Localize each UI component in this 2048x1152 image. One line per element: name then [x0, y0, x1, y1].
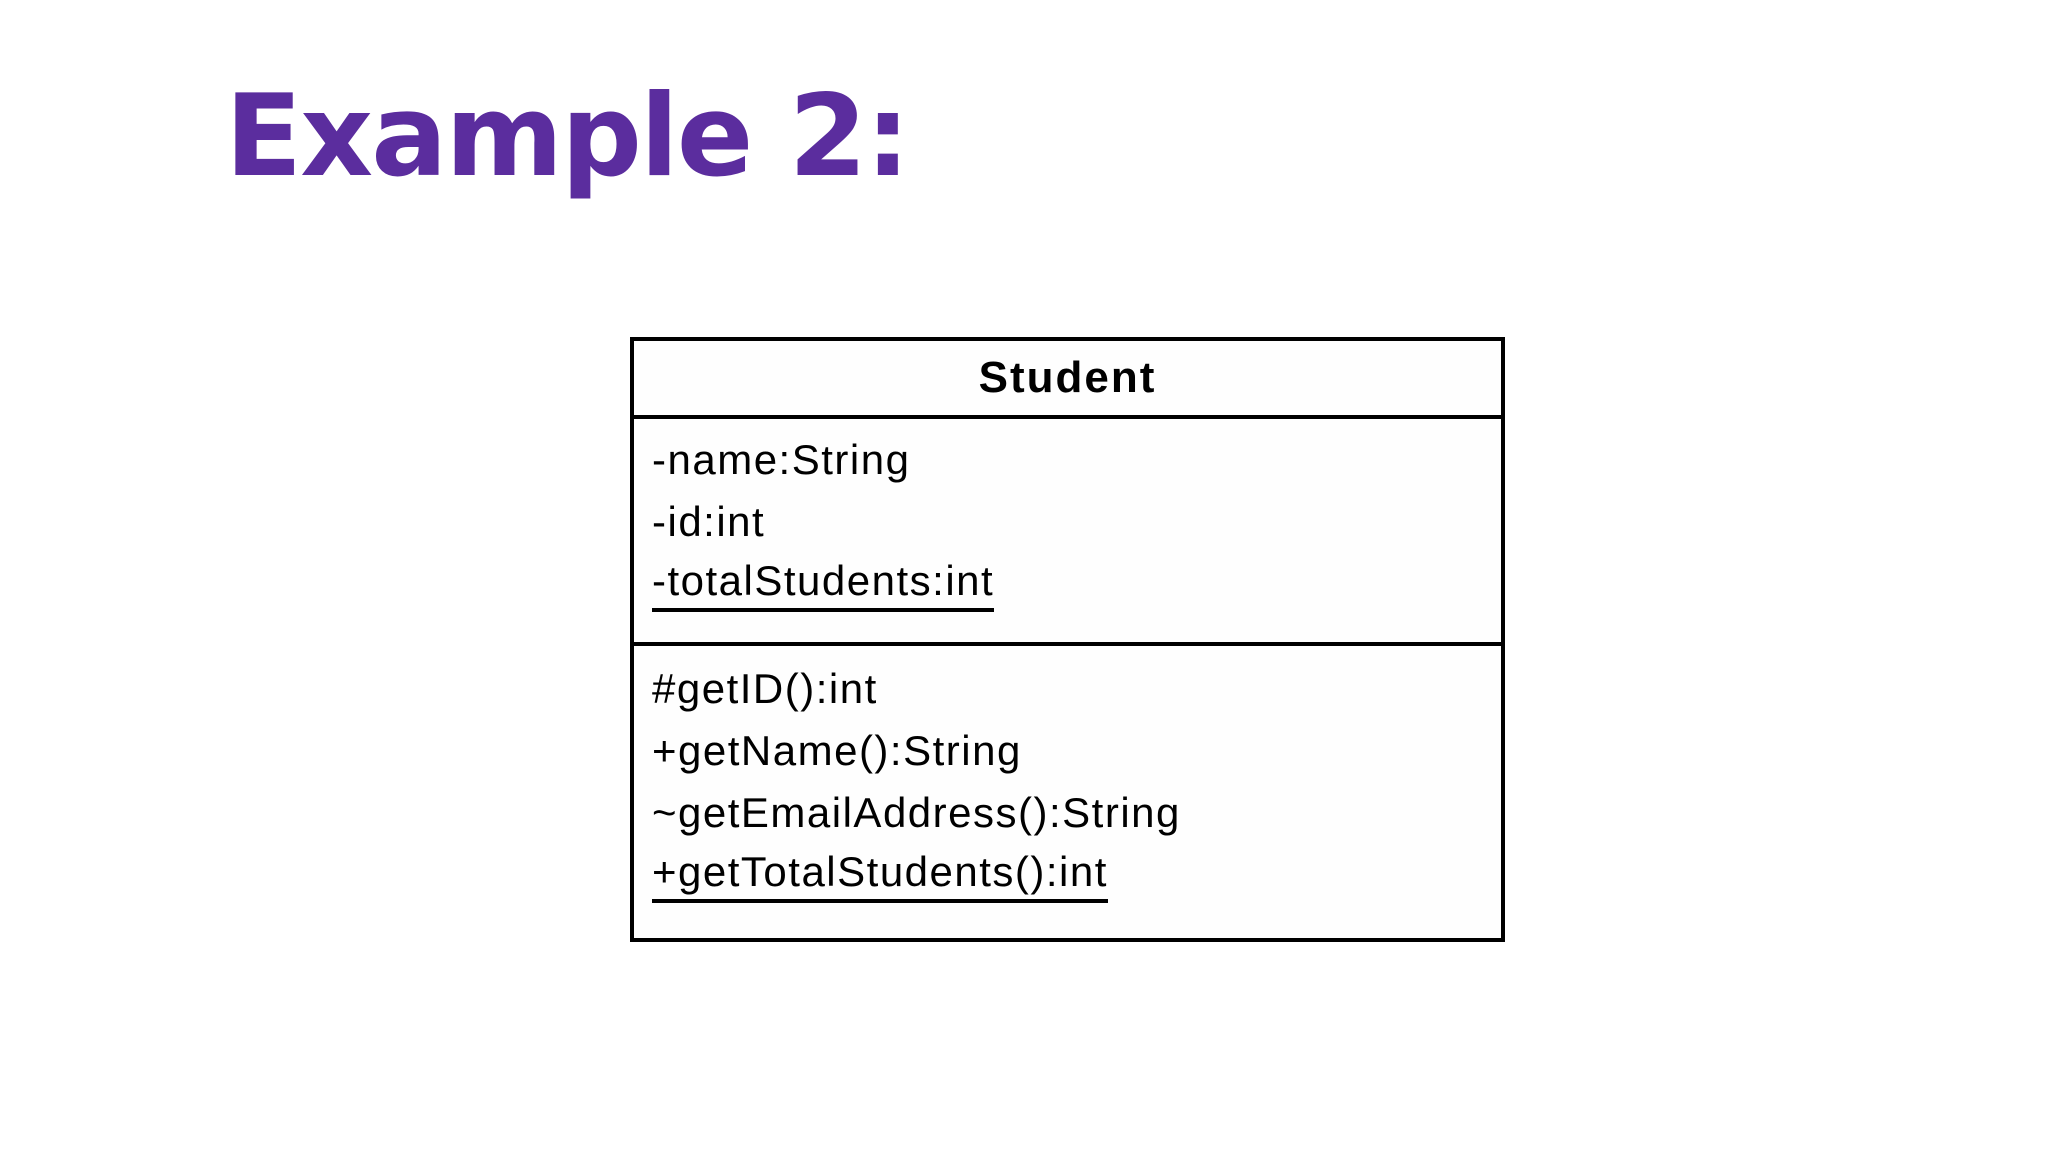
methods-compartment: #getID():int +getName():String ~getEmail…: [634, 646, 1501, 938]
method-row: #getID():int: [634, 658, 1501, 720]
attributes-compartment: -name:String -id:int -totalStudents:int: [634, 419, 1501, 646]
class-name-header: Student: [634, 341, 1501, 419]
method-text: #getID():int: [652, 665, 878, 712]
method-text: +getTotalStudents():int: [652, 848, 1108, 903]
class-name: Student: [978, 353, 1157, 402]
attribute-text: -id:int: [652, 498, 766, 545]
method-text: +getName():String: [652, 727, 1022, 774]
method-row: +getName():String: [634, 720, 1501, 782]
method-row-static: +getTotalStudents():int: [634, 844, 1501, 906]
page-title: Example 2:: [225, 70, 910, 202]
attribute-text: -name:String: [652, 436, 911, 483]
attribute-row: -id:int: [634, 491, 1501, 553]
uml-class-box: Student -name:String -id:int -totalStude…: [630, 337, 1505, 942]
attribute-row-static: -totalStudents:int: [634, 553, 1501, 615]
method-text: ~getEmailAddress():String: [652, 789, 1181, 836]
attribute-row: -name:String: [634, 429, 1501, 491]
method-row: ~getEmailAddress():String: [634, 782, 1501, 844]
attribute-text: -totalStudents:int: [652, 557, 995, 612]
